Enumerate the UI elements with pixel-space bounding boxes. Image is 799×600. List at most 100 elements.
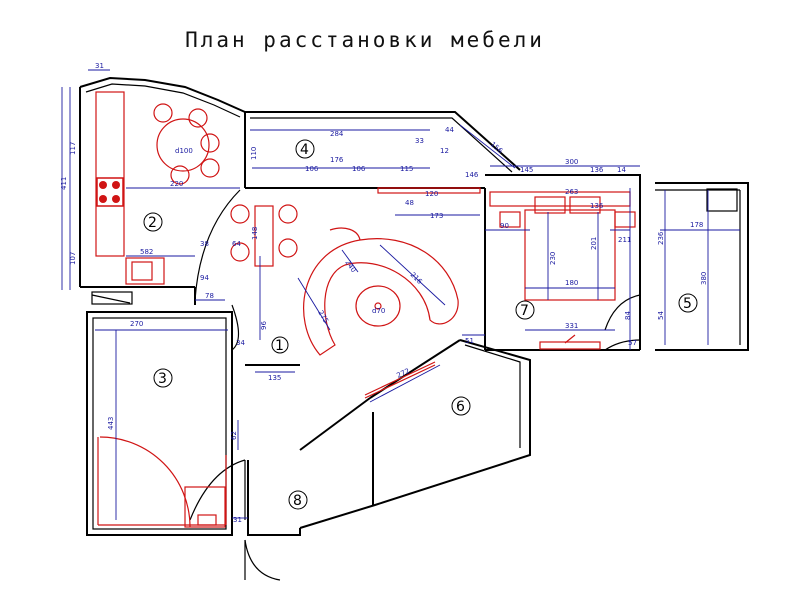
dim-label-136: 136 (590, 166, 604, 174)
room-2: 2 (143, 212, 163, 232)
dim-label-106a: 106 (305, 165, 319, 173)
room-8-circle (288, 490, 308, 510)
dim-label-173: 173 (430, 212, 443, 220)
tv-unit-2 (364, 364, 436, 399)
dim-label-31: 31 (95, 62, 104, 70)
dim-label-284: 284 (330, 130, 344, 138)
dim-label-135: 135 (268, 374, 281, 382)
kitchen-bay-inner (85, 83, 241, 118)
room-5-circle (678, 293, 698, 313)
bed (524, 209, 616, 301)
hall-diag-wall (299, 397, 371, 451)
tv-unit (364, 361, 436, 396)
living-shelf-box (377, 187, 481, 194)
dim-label-411: 411 (60, 177, 68, 190)
chair-5 (170, 165, 190, 185)
dim-label-d100: d100 (175, 147, 193, 155)
pillow-1 (534, 196, 566, 214)
dim-label-84: 84 (624, 311, 632, 320)
dim-label-115: 115 (400, 165, 413, 173)
hall-chair-1 (230, 204, 250, 224)
loggia-door-arc (604, 339, 641, 351)
room-1-label: 1 (275, 338, 284, 354)
bathroom-3-inner (92, 317, 227, 530)
room-6-label: 6 (456, 399, 465, 415)
dim-label-582: 582 (140, 248, 153, 256)
room-2-circle (143, 212, 163, 232)
rug (355, 285, 401, 327)
dim-label-236: 236 (657, 231, 665, 245)
room-3-label: 3 (158, 371, 167, 387)
dim-label-240: 240 (343, 259, 357, 275)
dimension-lines (61, 69, 740, 520)
bath-curve (99, 436, 191, 528)
dim-label-44: 44 (445, 126, 454, 134)
kitchen-counter (95, 91, 125, 257)
plan-title: План расстановки мебели (185, 28, 545, 52)
room-3-circle (153, 368, 173, 388)
dim-label-96: 96 (260, 321, 268, 330)
dim-sofa-216 (379, 244, 446, 306)
toilet (197, 514, 217, 526)
room-5-label: 5 (683, 296, 692, 312)
room-4-label: 4 (300, 142, 309, 158)
room-6-circle (451, 396, 471, 416)
dim-label-38: 38 (200, 240, 209, 248)
chair-4 (200, 158, 220, 178)
room-numbers: 1 2 3 4 5 6 7 8 (143, 139, 698, 510)
dim-label-12: 12 (440, 147, 449, 155)
dim-label-54: 54 (657, 311, 665, 320)
dim-label-110: 110 (250, 147, 258, 160)
dim-label-78: 78 (205, 292, 214, 300)
kitchen-vent (91, 294, 131, 304)
dim-sofa-275 (297, 277, 331, 331)
room-5: 5 (678, 293, 698, 313)
dim-label-380: 380 (700, 272, 708, 285)
chair-2 (188, 108, 208, 128)
dim-label-117: 117 (69, 142, 77, 155)
dim-label-443: 443 (107, 417, 115, 430)
room-3: 3 (153, 368, 173, 388)
dim-label-57: 57 (628, 339, 637, 347)
dim-label-14: 14 (617, 166, 626, 174)
loggia-5-wall (655, 182, 749, 351)
pillow-2 (569, 196, 601, 214)
dim-156 (459, 124, 516, 169)
dim-label-178: 178 (690, 221, 703, 229)
bathroom-door-arc (189, 459, 246, 521)
dim-label-148: 148 (251, 227, 259, 240)
burner-3 (99, 195, 107, 203)
loggia-cabinet (706, 188, 738, 212)
dim-label-33: 33 (415, 137, 424, 145)
tv-stand (539, 341, 601, 350)
room-7-label: 7 (520, 303, 529, 319)
dim-label-300: 300 (565, 158, 578, 166)
room-7: 7 (515, 300, 535, 320)
tv-stand-mark (564, 334, 576, 344)
kitchen-sink (131, 261, 153, 281)
dim-label-331: 331 (565, 322, 578, 330)
dim-label-136b: 136 (590, 202, 604, 210)
hall-table (254, 205, 274, 267)
corridor-6-inner (464, 344, 521, 448)
hall-door-arc (231, 304, 240, 351)
dim-label-230: 230 (549, 252, 557, 265)
dim-label-263: 263 (565, 188, 578, 196)
dim-label-146: 146 (465, 171, 479, 179)
room-8: 8 (288, 490, 308, 510)
dim-label-90: 90 (500, 222, 509, 230)
furniture (95, 91, 636, 528)
dim-label-180: 180 (565, 279, 578, 287)
room-7-circle (515, 300, 535, 320)
balcony-4-inner (250, 117, 513, 173)
dim-272 (369, 364, 441, 403)
dim-label-48: 48 (405, 199, 414, 207)
kitchen-sink-cabinet (125, 257, 165, 285)
dim-label-176: 176 (330, 156, 344, 164)
dim-label-145: 145 (520, 166, 533, 174)
doors (91, 189, 641, 581)
balcony-4-top-wall (245, 111, 521, 171)
room-8-label: 8 (293, 493, 302, 509)
entry-door-arc (244, 539, 281, 581)
room-4-circle (295, 139, 315, 159)
